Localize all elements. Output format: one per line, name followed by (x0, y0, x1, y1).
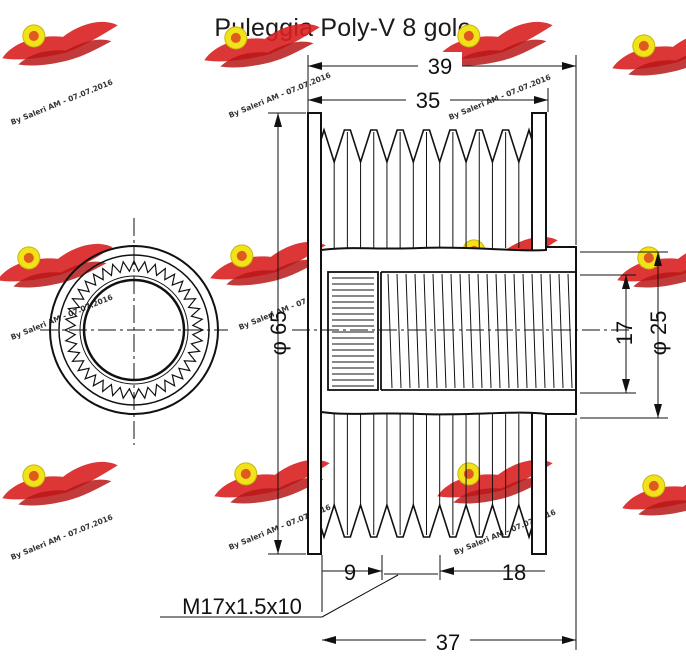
thread-line (540, 273, 546, 389)
dim-groove-width: 35 (416, 88, 440, 113)
watermark-text: By Saleri AM - 07.07.2016 (9, 513, 114, 562)
dim-outer-diameter: φ 65 (266, 311, 291, 356)
thread-line (396, 273, 402, 389)
thread-line (567, 273, 573, 389)
watermark-logo (605, 14, 686, 87)
watermark-logo (0, 4, 124, 77)
dim-thread-left: 9 (344, 560, 356, 585)
thread-line (495, 273, 501, 389)
watermark-logo (610, 226, 686, 299)
watermark-logo (615, 454, 686, 527)
thread-line (432, 273, 438, 389)
thread-line (414, 273, 420, 389)
thread-line (423, 273, 429, 389)
dim-thread-spec: M17x1.5x10 (182, 594, 302, 619)
front-view (40, 218, 228, 445)
thread-line (387, 273, 393, 389)
dim-hub-diameter: φ 25 (646, 311, 671, 356)
thread-line (405, 273, 411, 389)
dim-thread-right: 18 (502, 560, 526, 585)
side-view (292, 112, 630, 555)
thread-line (486, 273, 492, 389)
thread-line (558, 273, 564, 389)
watermark-text: By Saleri AM - 07.07.2016 (9, 293, 114, 342)
dim-overall-width: 39 (428, 54, 452, 79)
thread-line (531, 273, 537, 389)
thread-line (477, 273, 483, 389)
grooves-top (320, 127, 533, 165)
grooves-bottom (320, 502, 533, 540)
thread-line (549, 273, 555, 389)
thread-line (468, 273, 474, 389)
page-title: Puleggia Poly-V 8 gole (214, 14, 472, 42)
watermark-logo (197, 6, 326, 79)
dimension-lines (160, 55, 668, 650)
thread-line (522, 273, 528, 389)
thread-line (459, 273, 465, 389)
watermark-logo (0, 444, 124, 517)
thread-line (441, 273, 447, 389)
thread-line (504, 273, 510, 389)
dim-bore: 17 (612, 321, 637, 345)
dim-total-length: 37 (436, 630, 460, 655)
watermark-text: By Saleri AM - 07.07.2016 (9, 78, 114, 127)
thread-line (513, 273, 519, 389)
thread-line (450, 273, 456, 389)
